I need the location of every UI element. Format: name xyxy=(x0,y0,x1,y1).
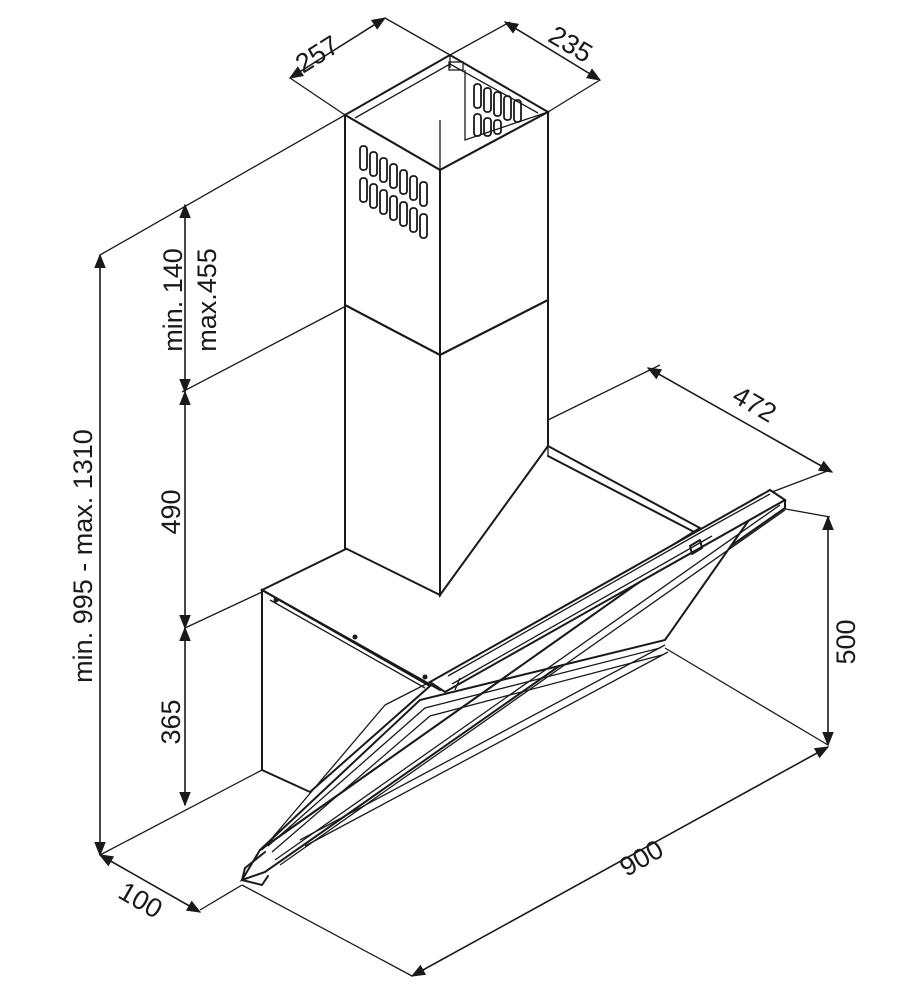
label-100: 100 xyxy=(113,876,167,925)
label-257: 257 xyxy=(290,30,344,79)
hood-body xyxy=(259,444,702,794)
label-total-height: min. 995 - max. 1310 xyxy=(68,429,98,683)
vent-slots-right xyxy=(473,83,522,137)
dim-257 xyxy=(288,17,387,79)
dim-235 xyxy=(503,21,602,81)
label-490: 490 xyxy=(156,489,186,534)
dim-100 xyxy=(98,854,202,913)
label-upper-max: max.455 xyxy=(192,248,222,352)
extension-lines xyxy=(99,17,831,977)
label-500: 500 xyxy=(831,619,861,664)
vent-slots-left xyxy=(359,145,428,239)
label-365: 365 xyxy=(156,699,186,744)
chimney xyxy=(342,53,551,599)
label-472: 472 xyxy=(727,380,781,429)
glass-canopy xyxy=(239,488,787,886)
label-900: 900 xyxy=(614,834,668,883)
dim-900 xyxy=(410,746,830,977)
dim-472 xyxy=(646,367,834,473)
label-235: 235 xyxy=(544,20,598,69)
label-upper-min: min. 140 xyxy=(158,248,188,352)
